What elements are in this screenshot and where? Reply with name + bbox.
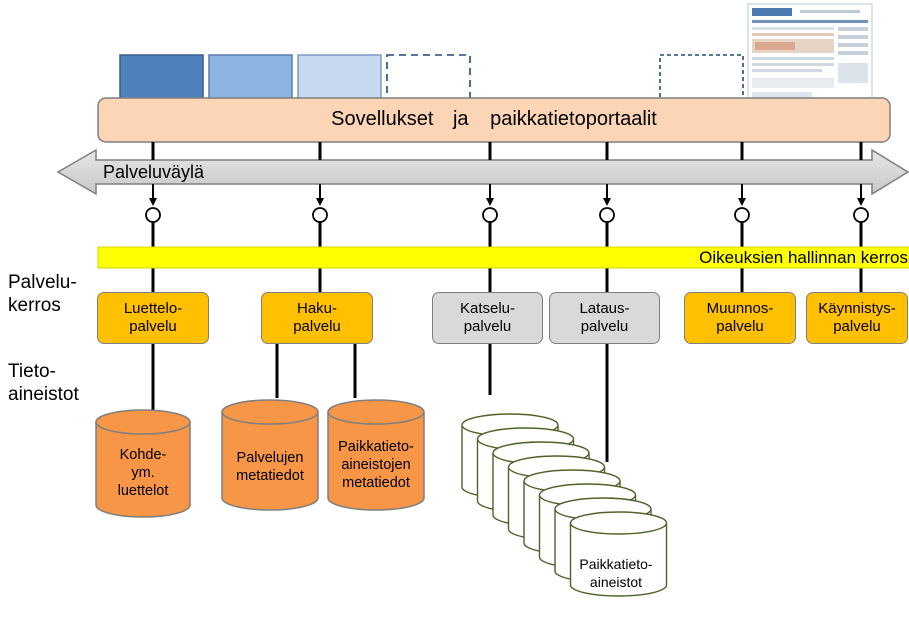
db-label-line3: metatiedot (342, 475, 410, 492)
app-box-dashed-2 (659, 54, 744, 106)
service-hakupalvelu: Haku- palvelu (261, 292, 373, 344)
service-bus-arrow (56, 148, 909, 196)
service-layer-label-2: kerros (8, 295, 61, 316)
db-label-line2: metatiedot (236, 468, 304, 485)
db-label-kohde: Kohde- ym. luettelot (96, 446, 190, 500)
app-bus-connectors (151, 142, 863, 160)
service-layer-label-1: Palvelu- (8, 272, 77, 293)
applications-bar (97, 97, 891, 143)
rights-layer-label: Oikeuksien hallinnan kerros (699, 248, 908, 267)
db-palvelujen-metatiedot (221, 399, 319, 511)
app-box-dashed-1 (386, 54, 471, 106)
interface-circle (734, 207, 750, 223)
service-katselupalvelu: Katselu- palvelu (432, 292, 543, 344)
app-box-dark-blue (119, 54, 204, 106)
db-kohde-luettelot (95, 409, 191, 518)
db-label-line1: Paikkatieto- (338, 439, 414, 455)
apps-label-right: paikkatietoportaalit (490, 108, 657, 130)
interface-circles (145, 207, 869, 223)
db-label-palvelujen: Palvelujen metatiedot (222, 449, 318, 485)
rights-layer-bar (97, 246, 909, 269)
service-label-line1: Lataus- (579, 300, 630, 317)
service-label-line2: palvelu (833, 318, 881, 335)
service-kaynnistyspalvelu: Käynnistys- palvelu (806, 292, 908, 344)
db-label-line1: Palvelujen (236, 450, 304, 466)
interface-circle (482, 207, 498, 223)
service-latauspalvelu: Lataus- palvelu (549, 292, 660, 344)
service-layer-label: Palvelu- kerros (8, 271, 77, 317)
service-bus-label: Palveluväylä (103, 162, 205, 182)
db-label-paikkatietoaineistojen: Paikkatieto- aineistojen metatiedot (326, 438, 426, 492)
bus-interface-arrows (149, 184, 865, 206)
db-label-line2: ym. (131, 465, 155, 482)
service-label-line1: Muunnos- (706, 300, 774, 317)
db-label-line1: Kohde- (119, 447, 167, 463)
db-label-line3: luettelot (117, 483, 169, 500)
service-muunnospalvelu: Muunnos- palvelu (684, 292, 796, 344)
db-paikkatietoaineistojen-metatiedot (327, 399, 425, 511)
service-label-line1: Haku- (296, 300, 337, 317)
interface-circle (145, 207, 161, 223)
interface-circle (312, 207, 328, 223)
service-label-line2: palvelu (463, 318, 512, 335)
db-label-paikkatietoaineistot: Paikkatieto- aineistot (568, 556, 664, 591)
app-box-mid-blue (208, 54, 293, 106)
service-label-line2: palvelu (580, 318, 629, 335)
service-label-line2: palvelu (129, 318, 177, 335)
portal-screenshot-thumbnail (747, 3, 873, 105)
apps-label-left: Sovellukset (331, 108, 434, 130)
applications-bar-label: Sovellukset ja paikkatietoportaalit (98, 108, 890, 131)
service-label-line2: palvelu (293, 318, 341, 335)
datasets-label-2: aineistot (8, 384, 79, 405)
service-label-line1: Käynnistys- (818, 300, 896, 317)
service-label-line2: palvelu (716, 318, 764, 335)
db-label-line2: aineistojen (341, 457, 411, 474)
dataset-connectors (151, 343, 609, 462)
datasets-label-1: Tieto- (8, 361, 56, 382)
interface-circle (599, 207, 615, 223)
db-label-line2: aineistot (589, 573, 643, 590)
service-label-line1: Luettelo- (123, 300, 183, 317)
service-luettelopalvelu: Luettelo- palvelu (97, 292, 209, 344)
db-stack-paikkatietoaineistot (461, 413, 668, 597)
apps-label-mid: ja (452, 108, 469, 130)
datasets-label: Tieto- aineistot (8, 360, 79, 406)
dataset-cylinder (569, 511, 668, 597)
db-label-line1: Paikkatieto- (579, 556, 653, 572)
interface-circle (853, 207, 869, 223)
service-label-line1: Katselu- (459, 300, 516, 317)
